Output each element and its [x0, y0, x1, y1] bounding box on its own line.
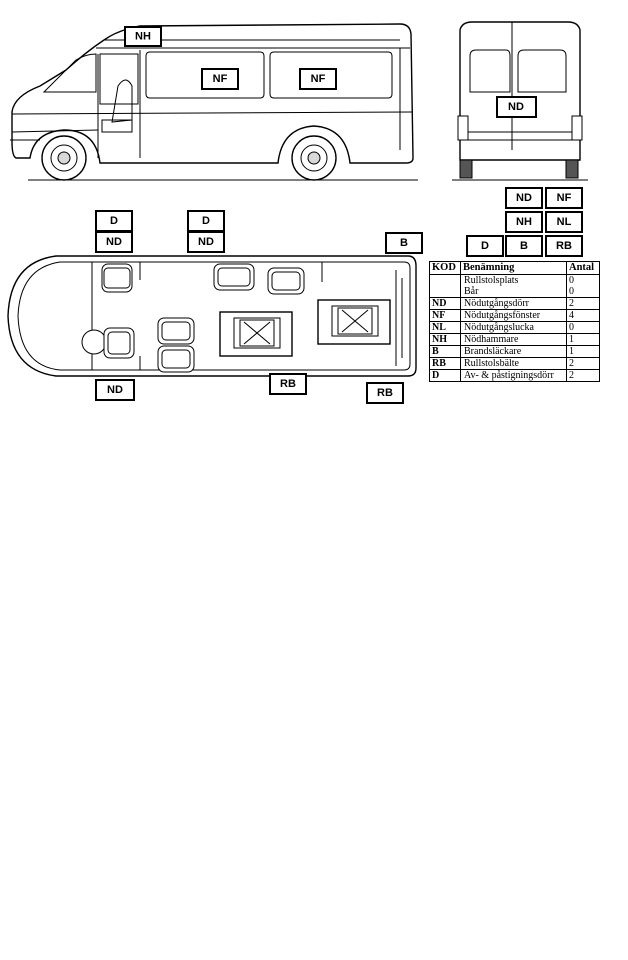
svg-text:B: B: [400, 237, 408, 249]
van-top-view: [7, 255, 417, 377]
b-label-top: B: [385, 232, 423, 254]
legend-code: ND: [429, 297, 461, 310]
legend-qty: 2: [566, 357, 600, 370]
legend-row: NF Nödutgångsfönster 4: [429, 309, 600, 322]
legend-row: RB Rullstolsbälte 2: [429, 357, 600, 370]
legend-qty: 4: [566, 309, 600, 322]
legend-name: Nödhammare: [460, 333, 567, 346]
legend-qty: 1: [566, 345, 600, 358]
legend-row: NH Nödhammare 1: [429, 333, 600, 346]
legend-code: NF: [429, 309, 461, 322]
svg-text:RB: RB: [280, 378, 296, 390]
legend-row: ND Nödutgångsdörr 2: [429, 297, 600, 310]
van-side-view: [10, 23, 418, 181]
legend-name: Nödutgångslucka: [460, 321, 567, 334]
legend-qty: 0: [566, 274, 600, 286]
legend-qty: 2: [566, 297, 600, 310]
legend-row: Bår 0: [429, 286, 600, 298]
legend-name: Rullstolsbälte: [460, 357, 567, 370]
svg-text:RB: RB: [556, 240, 572, 252]
svg-text:NF: NF: [311, 73, 326, 85]
svg-text:D: D: [481, 240, 489, 252]
legend-name: Bår: [460, 286, 567, 298]
legend-code: NH: [429, 333, 461, 346]
nd-label-top-1: ND: [95, 231, 133, 253]
svg-text:ND: ND: [198, 236, 214, 248]
d-label-top-1: D: [95, 210, 133, 232]
nh-label-side: NH: [124, 26, 162, 47]
svg-text:RB: RB: [377, 387, 393, 399]
legend-qty: 0: [566, 286, 600, 298]
legend-qty: 0: [566, 321, 600, 334]
legend-row: B Brandsläckare 1: [429, 345, 600, 358]
svg-text:D: D: [110, 215, 118, 227]
svg-text:NF: NF: [557, 192, 572, 204]
legend-code: B: [429, 345, 461, 358]
nd-label-rear: ND: [496, 96, 537, 118]
legend-name: Nödutgångsfönster: [460, 309, 567, 322]
legend-code: [429, 274, 461, 286]
nf-label-side-1: NF: [201, 68, 239, 90]
svg-text:ND: ND: [107, 384, 123, 396]
nd-label-top-3: ND: [95, 379, 135, 401]
svg-text:NL: NL: [557, 216, 572, 228]
legend-header-code: KOD: [429, 261, 461, 275]
svg-text:ND: ND: [516, 192, 532, 204]
legend-name: Rullstolsplats: [460, 274, 567, 286]
d-label-key: D: [466, 235, 504, 257]
legend-name: Av- & påstigningsdörr: [460, 369, 567, 382]
b-label-key: B: [505, 235, 543, 257]
legend-header-qty: Antal: [566, 261, 600, 275]
svg-text:ND: ND: [508, 101, 524, 113]
svg-text:ND: ND: [106, 236, 122, 248]
legend-name: Brandsläckare: [460, 345, 567, 358]
legend-table: KOD Benämning Antal Rullstolsplats 0 Bår…: [429, 261, 600, 382]
legend-header-name: Benämning: [460, 261, 567, 275]
legend-name: Nödutgångsdörr: [460, 297, 567, 310]
nf-label-side-2: NF: [299, 68, 337, 90]
svg-text:B: B: [520, 240, 528, 252]
legend-code: [429, 286, 461, 298]
svg-text:D: D: [202, 215, 210, 227]
nd-label-top-2: ND: [187, 231, 225, 253]
legend-row: NL Nödutgångslucka 0: [429, 321, 600, 334]
svg-text:NF: NF: [213, 73, 228, 85]
nl-label-key: NL: [545, 211, 583, 233]
nd-label-key: ND: [505, 187, 543, 209]
legend-code: D: [429, 369, 461, 382]
rb-label-top-1: RB: [269, 373, 307, 395]
svg-text:NH: NH: [516, 216, 532, 228]
nh-label-key: NH: [505, 211, 543, 233]
van-rear-view: [452, 21, 588, 181]
legend-code: NL: [429, 321, 461, 334]
legend-header-row: KOD Benämning Antal: [429, 261, 600, 275]
svg-text:NH: NH: [135, 31, 151, 43]
nf-label-key: NF: [545, 187, 583, 209]
legend-code: RB: [429, 357, 461, 370]
legend-qty: 1: [566, 333, 600, 346]
rb-label-top-2: RB: [366, 382, 404, 404]
d-label-top-2: D: [187, 210, 225, 232]
legend-qty: 2: [566, 369, 600, 382]
legend-row: Rullstolsplats 0: [429, 274, 600, 286]
legend-row: D Av- & påstigningsdörr 2: [429, 369, 600, 382]
rb-label-key: RB: [545, 235, 583, 257]
